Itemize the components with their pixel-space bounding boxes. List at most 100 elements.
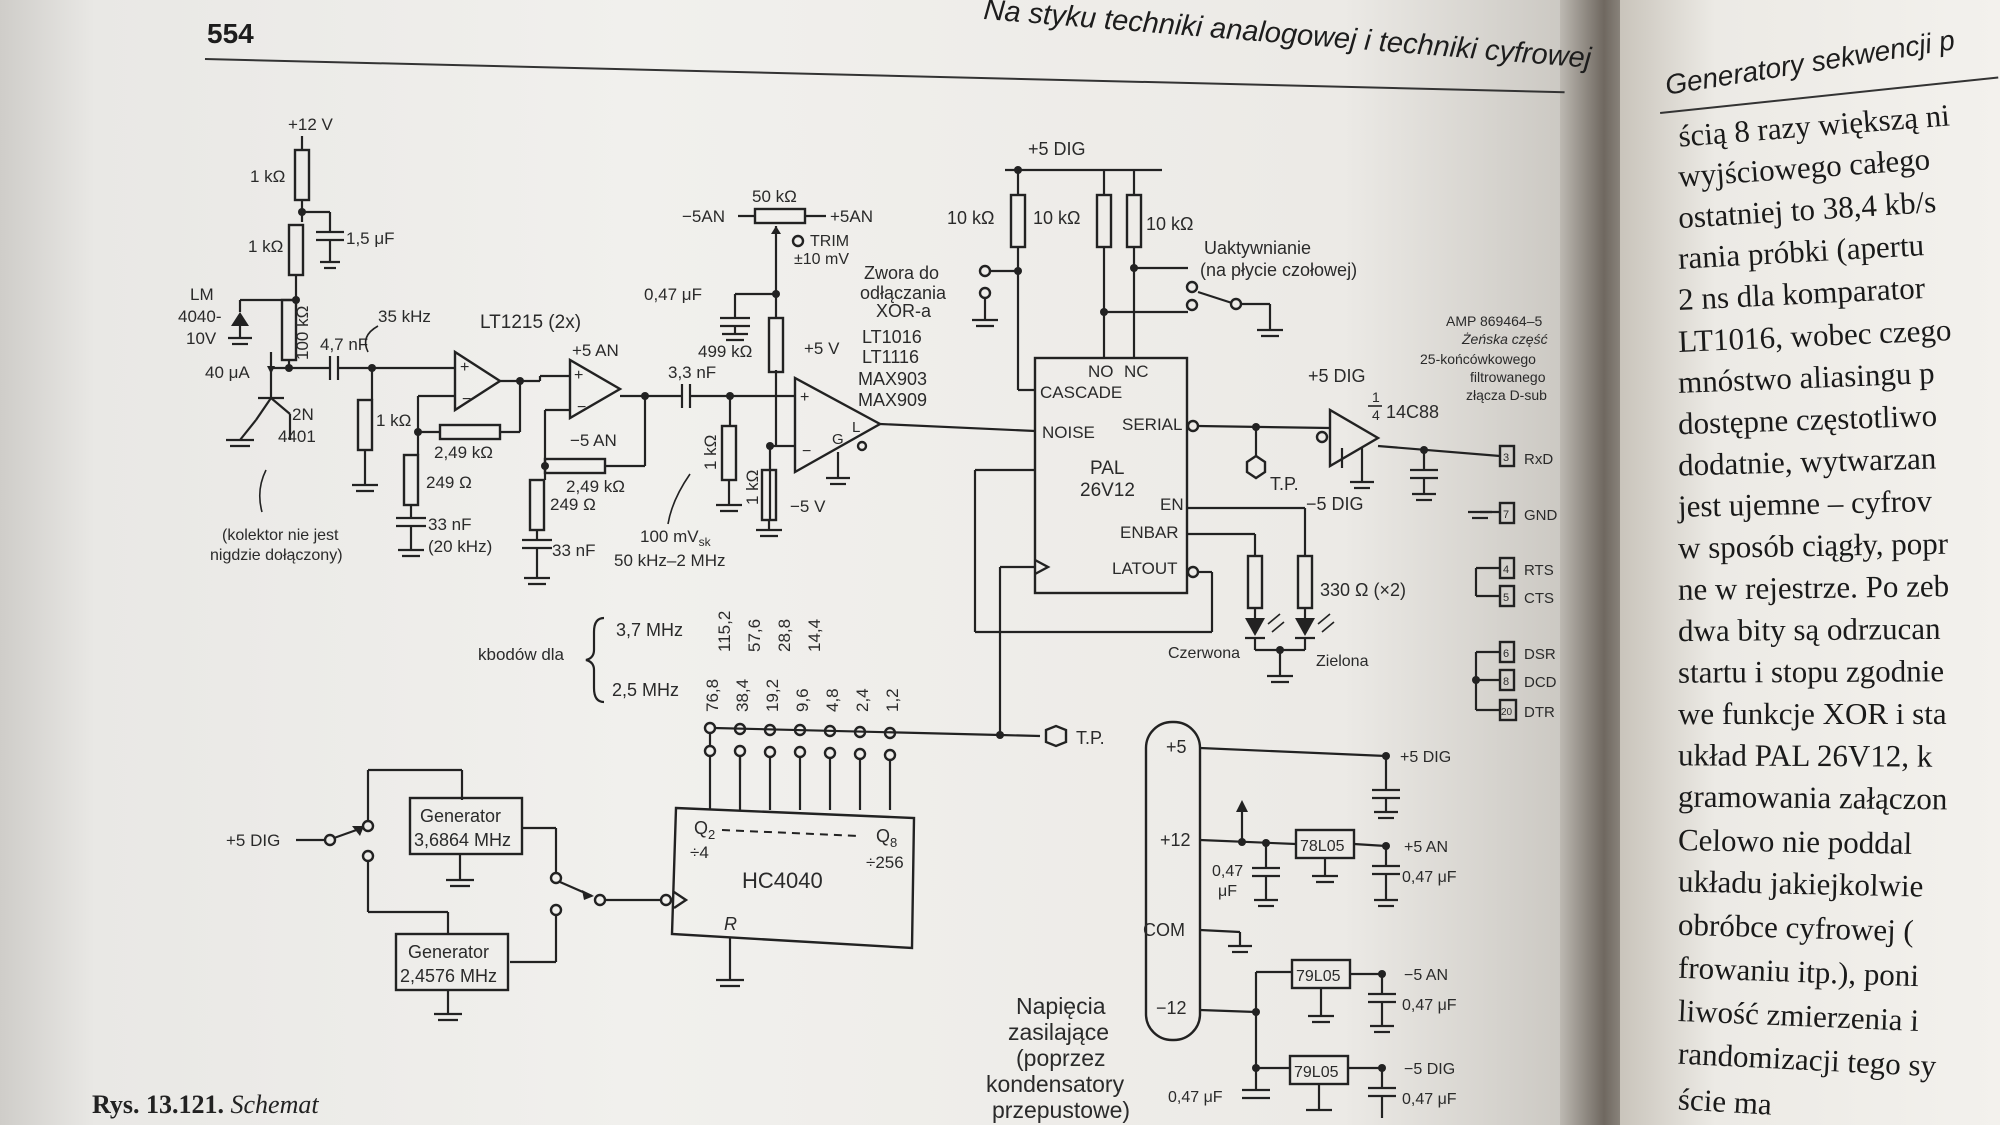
connector-pin-8-num: 8 xyxy=(1503,676,1509,688)
baud-freq-2: 2,5 MHz xyxy=(612,680,679,700)
amplifier-stage-1: LT1215 (2x) + − 2,49 kΩ 249 Ω 33 nF (20 … xyxy=(372,312,581,558)
connector-pin-4-name: RTS xyxy=(1524,562,1554,579)
baud-rate-section: kbodów dla 3,7 MHz 2,5 MHz 115,2 57,6 28… xyxy=(478,611,1105,810)
connector-pin-7-num: 7 xyxy=(1503,509,1509,521)
power-out-p5dig: +5 DIG xyxy=(1400,749,1451,766)
potentiometer-50k xyxy=(753,207,807,225)
counter-name: HC4040 xyxy=(742,868,823,893)
baud-row2-value: 76,8 xyxy=(703,679,722,712)
test-point-1 xyxy=(1245,454,1267,480)
caption-prefix: Rys. 13.121. xyxy=(92,1090,224,1119)
pal-pin-en: EN xyxy=(1160,495,1184,514)
capacitor-3-3nF-label: 3,3 nF xyxy=(668,363,716,382)
counter-q8: Q8 xyxy=(876,826,897,850)
power-note-1: Napięcia xyxy=(1016,993,1106,1019)
line-driver-14c88 xyxy=(1328,407,1381,469)
connector-label-2: Żeńska część xyxy=(1461,331,1548,347)
baud-label: kbodów dla xyxy=(478,645,565,664)
capacitor-1-5uF-label: 1,5 μF xyxy=(346,229,395,248)
generator-1-label-2: 3,6864 MHz xyxy=(414,830,511,850)
collector-note-1: (kolektor nie jest xyxy=(222,527,339,544)
power-note-4: kondensatory xyxy=(986,1071,1125,1097)
comparator xyxy=(793,375,883,475)
caption-text: Schemat xyxy=(230,1090,319,1119)
enable-label-1: Uaktywnianie xyxy=(1204,238,1311,258)
capacitor-33nF-b-label: 33 nF xyxy=(552,541,595,560)
svg-text:+: + xyxy=(460,359,469,376)
power-pin-com: COM xyxy=(1143,920,1185,940)
counter-q8-sub: 8 xyxy=(890,835,897,850)
resistor-1k-b xyxy=(287,223,305,277)
counter-clock-input xyxy=(673,891,689,909)
power-cap-c: 0,47 μF xyxy=(1402,1091,1457,1108)
generator-2-label-2: 2,4576 MHz xyxy=(400,966,497,986)
pal-26v12-chip xyxy=(1033,356,1189,595)
line-driver-section: +5 DIG −5 DIG 1 4 14C88 AMP 869464–5 Żeń… xyxy=(1306,313,1558,722)
driver-fraction-den: 4 xyxy=(1372,407,1380,423)
body-line: startu i stopu zgodnie xyxy=(1677,653,1945,690)
lm4040-label-3: 10V xyxy=(186,329,217,348)
power-cap-b: 0,47 μF xyxy=(1402,997,1457,1014)
pal-clock-input xyxy=(1034,558,1051,576)
circuit-schematic: +12 V 1 kΩ 1,5 μF 1 kΩ LM 4040- 10V xyxy=(178,115,1558,1123)
enable-label-2: (na płycie czołowej) xyxy=(1200,260,1357,280)
connector-pin-3-name: RxD xyxy=(1524,451,1553,468)
jumper-pin-2 xyxy=(978,286,992,300)
resistor-10k-c xyxy=(1125,193,1143,249)
resistor-330-a xyxy=(1246,554,1264,610)
counter-q2: Q2 xyxy=(694,818,715,842)
connector-pin-3 xyxy=(1498,444,1516,468)
connector-pin-4-num: 4 xyxy=(1503,564,1509,576)
lm4040-label-2: 4040- xyxy=(178,307,221,326)
counter-q8-letter: Q xyxy=(876,826,890,846)
connector-pin-20-num: 20 xyxy=(1501,707,1513,718)
comparator-pin-g: G xyxy=(832,431,844,448)
baud-row-2: 76,8 38,4 19,2 9,6 4,8 2,4 1,2 xyxy=(703,679,902,712)
power-cap-a: 0,47 μF xyxy=(1402,869,1457,886)
baud-row1-value: 57,6 xyxy=(745,619,764,652)
body-line: dwa bity są odrzucan xyxy=(1677,610,1941,649)
pal-name-1: PAL xyxy=(1090,458,1125,479)
current-40uA-label: 40 μA xyxy=(205,363,250,382)
resistor-100k-label: 100 kΩ xyxy=(293,306,312,360)
power-cap-d: 0,47 μF xyxy=(1168,1089,1223,1106)
resistor-2-49k-a xyxy=(438,423,502,441)
resistor-249-a-label: 249 Ω xyxy=(426,473,472,492)
power-note-5: przepustowe) xyxy=(992,1097,1130,1123)
generator-3-6864mhz xyxy=(408,796,524,856)
resistor-10k-c-label: 10 kΩ xyxy=(1146,214,1193,234)
capacitor-4-7nF-label: 4,7 nF xyxy=(320,335,368,354)
led-red-label: Czerwona xyxy=(1168,645,1240,662)
generator-2-4576mhz xyxy=(394,932,510,992)
body-line: jest ujemne – cyfrov xyxy=(1677,483,1933,524)
svg-text:+: + xyxy=(574,367,583,384)
amplitude-label: 100 mVsk xyxy=(640,527,712,549)
led-green xyxy=(1295,618,1315,636)
trim-range-label: ±10 mV xyxy=(794,251,849,268)
capacitor-33nF-a-label: 33 nF xyxy=(428,515,471,534)
trim-label: TRIM xyxy=(810,233,849,250)
comparator-part-2: LT1116 xyxy=(862,347,919,367)
resistor-249-b-label: 249 Ω xyxy=(550,495,596,514)
amplifier-stage-2: +5 AN −5 AN + − 2,49 kΩ 249 Ω 33 nF xyxy=(520,341,795,586)
pal-pin-nc: NC xyxy=(1124,362,1149,381)
amp2-supply-pos: +5 AN xyxy=(572,341,619,360)
regulator-79l05-a-label: 79L05 xyxy=(1296,968,1341,985)
power-note-2: zasilające xyxy=(1008,1019,1109,1045)
body-line: Celowo nie poddal xyxy=(1677,822,1913,861)
body-line: układu jakiejkolwie xyxy=(1677,863,1924,904)
baud-row2-value: 2,4 xyxy=(853,688,872,712)
connector-pin-20-name: DTR xyxy=(1524,704,1555,721)
potentiometer-label: 50 kΩ xyxy=(752,187,797,206)
supply-12v-label: +12 V xyxy=(288,115,334,134)
collector-note-2: nigdzie dołączony) xyxy=(210,547,343,564)
jumper-label-2: odłączania xyxy=(860,283,947,303)
connector-label-4: filtrowanego xyxy=(1470,369,1546,385)
svg-text:−: − xyxy=(577,399,586,416)
baud-row1-value: 115,2 xyxy=(715,611,734,652)
test-point-2 xyxy=(1044,724,1068,748)
amp2-supply-neg: −5 AN xyxy=(570,431,617,450)
comparator-part-3: MAX903 xyxy=(858,369,927,389)
body-line: ście ma xyxy=(1677,1081,1773,1122)
enable-switch-contact-1 xyxy=(1185,280,1199,294)
